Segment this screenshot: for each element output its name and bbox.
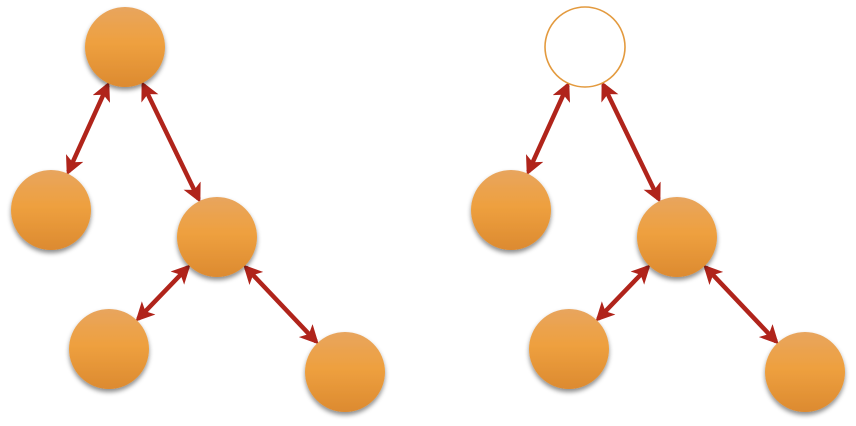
left-tree-node-right-left-grandchild [69, 309, 149, 389]
right-tree-edge-right-child-to-right-left-grandchild [595, 264, 651, 322]
left-tree-edge-right-child-to-right-left-grandchild [135, 264, 191, 322]
left-tree-node-root [85, 7, 165, 87]
right-tree-edge-root-to-right-child [601, 81, 661, 203]
right-tree-node-right-child [637, 197, 717, 277]
left-tree-edge-right-child-to-right-right-grandchild [243, 264, 319, 345]
left-tree-edge-root-to-left-child [66, 81, 110, 176]
right-tree-node-right-left-grandchild [529, 309, 609, 389]
right-tree-node-root [544, 6, 626, 88]
left-tree-node-left-child [11, 170, 91, 250]
right-tree-node-left-child [471, 170, 551, 250]
right-tree-node-right-right-grandchild [765, 332, 845, 412]
left-tree-node-right-right-grandchild [305, 332, 385, 412]
left-tree-node-right-child [177, 197, 257, 277]
left-tree-edge-root-to-right-child [141, 81, 201, 203]
right-tree-edge-right-child-to-right-right-grandchild [703, 264, 779, 345]
right-tree-edge-root-to-left-child [526, 81, 570, 176]
